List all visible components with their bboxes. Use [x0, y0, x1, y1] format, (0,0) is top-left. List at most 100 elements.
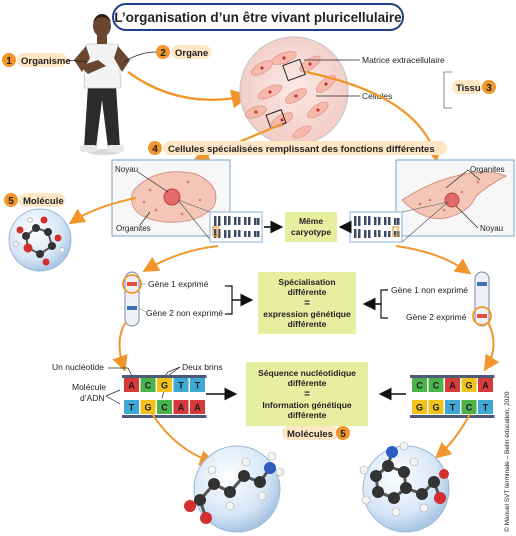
- gene-left-1: Gène 1 exprimé: [148, 279, 209, 289]
- dna-left-bottom-letter-4: A: [194, 403, 201, 413]
- dna-right-top-letter-0: C: [416, 381, 423, 391]
- dna-left-bottom-letter-0: T: [129, 403, 135, 413]
- arrow-chromo-to-dna-left: [112, 321, 128, 372]
- step-4-label: Cellules spécialisées remplissant des fo…: [168, 144, 435, 155]
- karyotype-right: [349, 211, 403, 243]
- step-1-badge: [2, 53, 16, 67]
- dna-left-top-base-0: [124, 378, 139, 392]
- step-5b-number: 5: [340, 429, 346, 440]
- dna-right-top-base-2: [445, 378, 460, 392]
- dna-left-top-base-3: [173, 378, 189, 392]
- specialisation-l3: expression génétique: [263, 309, 351, 319]
- dna-right-top-base-3: [461, 378, 477, 392]
- step-4-number: 4: [152, 144, 158, 155]
- cell-right-noyau-label: Noyau: [480, 224, 503, 233]
- dna-left-top-letter-4: T: [195, 381, 201, 391]
- sequence-l3: Information génétique: [262, 400, 352, 410]
- dna-right-bottom-letter-0: G: [416, 403, 423, 413]
- caryotype-box: Même caryotype: [264, 212, 352, 242]
- specialisation-l4: différente: [288, 319, 327, 329]
- arrow-dna-to-molecule-left: [151, 413, 216, 466]
- sequence-eq: =: [304, 389, 310, 400]
- page-title: L’organisation d’un être vivant pluricel…: [114, 10, 402, 25]
- dna-right-bottom-base-2: [445, 400, 460, 414]
- step-2-number: 2: [160, 48, 166, 59]
- molecule-sphere-small-bg: [8, 208, 72, 272]
- dna-right-top-letter-3: G: [465, 381, 472, 391]
- step-3-label: Tissu: [456, 83, 481, 94]
- gene-right-1: Gène 1 non exprimé: [391, 285, 468, 295]
- sequence-l2: différente: [288, 378, 327, 388]
- dna-left-bottom-base-1: [140, 400, 156, 414]
- molecule-sphere-left-bg: [193, 445, 281, 533]
- step-molecule: 5 Molécule: [4, 193, 65, 207]
- title-frame: [112, 3, 404, 31]
- step-2-badge: [156, 45, 170, 59]
- step-5a-label: Molécule: [23, 196, 64, 207]
- step-5a-badge: [4, 193, 18, 207]
- step-4-label-bg: [163, 141, 447, 155]
- dna-left-bottom-base-0: [124, 400, 139, 414]
- step-5a-number: 5: [8, 196, 14, 207]
- caryotype-line1: Même: [299, 216, 323, 226]
- dna-left-top-base-1: [140, 378, 156, 392]
- dna-right-top-letter-2: A: [449, 381, 456, 391]
- step-molecules: Molécules 5: [282, 426, 350, 440]
- gene-left-2: Gène 2 non exprimé: [146, 308, 223, 318]
- sequence-box-bg: [246, 362, 368, 426]
- cell-right-nucleus: [444, 192, 460, 208]
- dna-left-top-letter-1: C: [145, 381, 152, 391]
- dna-right-bottom-base-0: [412, 400, 427, 414]
- dna-right-bottom-letter-4: T: [483, 403, 489, 413]
- dna-left-bottom-base-4: [190, 400, 205, 414]
- arrow-organe-to-tissu: [127, 71, 251, 109]
- arrow-karyo-to-chromo-left: [142, 245, 219, 273]
- step-4-badge: [148, 141, 162, 155]
- dna-left-bottom-letter-3: A: [178, 403, 185, 413]
- specialisation-box: Spécialisation différente = expression g…: [258, 272, 356, 334]
- arrow-cell-to-molecule: [68, 197, 137, 225]
- step-5b-label-bg: [282, 426, 338, 440]
- dna-right-top-base-4: [478, 378, 493, 392]
- label-matrice: Matrice extracellulaire: [362, 55, 445, 65]
- step-1-number: 1: [6, 56, 12, 67]
- title-banner: L’organisation d’un être vivant pluricel…: [112, 3, 404, 31]
- specialisation-l2: différente: [288, 287, 327, 297]
- arrow-chromo-to-dna-right: [483, 321, 500, 372]
- arrow-dna-to-molecule-right: [435, 413, 471, 459]
- dna-left-backbone-bottom: [122, 415, 207, 418]
- step-3-number: 3: [486, 83, 492, 94]
- dna-left-bottom-letter-1: G: [144, 403, 151, 413]
- dna-right-bottom-letter-3: C: [466, 403, 473, 413]
- dna-left-bottom-letter-2: C: [161, 403, 168, 413]
- step-5a-label-bg: [19, 193, 65, 207]
- step-5b-label: Molécules: [287, 429, 333, 440]
- step-organisme: 1 Organisme: [2, 53, 87, 67]
- cell-left-nucleus: [163, 188, 181, 206]
- dna-right-top-base-1: [428, 378, 444, 392]
- step-1-label: Organisme: [21, 56, 71, 67]
- label-deux-brins: Deux brins: [182, 362, 223, 372]
- label-molecule-adn-2: d’ADN: [80, 393, 105, 403]
- cell-left-noyau-label: Noyau: [115, 165, 138, 174]
- sequence-l4: différente: [288, 410, 327, 420]
- dna-right-bottom-base-1: [428, 400, 444, 414]
- dna-right-top-letter-4: A: [482, 381, 489, 391]
- copyright: © Manuel SVT terminale – Belin éducation…: [503, 391, 511, 532]
- step-1-label-bg: [17, 53, 67, 67]
- cell-right-panel: Organites Noyau: [395, 159, 515, 243]
- specialisation-l1: Spécialisation: [278, 277, 335, 287]
- label-molecule-adn-1: Molécule: [72, 382, 106, 392]
- specialisation-box-bg: [258, 272, 356, 334]
- sequence-l1: Séquence nucléotidique: [258, 368, 356, 378]
- specialisation-eq: =: [304, 298, 310, 309]
- chromosome-right: [472, 271, 492, 327]
- dna-left-top-base-4: [190, 378, 205, 392]
- person-illustration: [74, 14, 130, 155]
- dna-right-bottom-letter-1: G: [432, 403, 439, 413]
- step-3-badge: [482, 80, 496, 94]
- dna-right-backbone-top: [410, 375, 495, 378]
- molecule-sphere-small: [8, 208, 72, 272]
